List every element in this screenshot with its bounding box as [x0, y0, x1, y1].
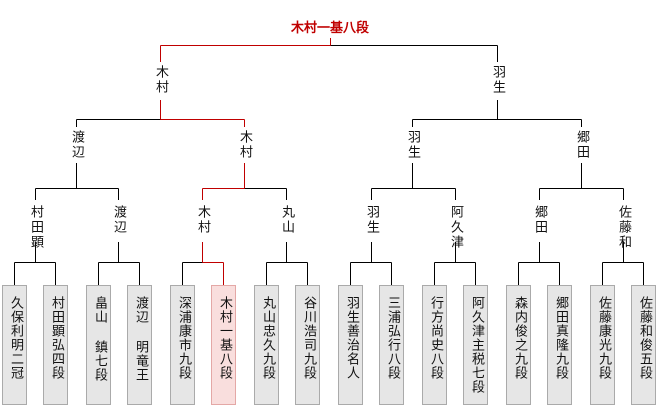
player-box: 佐藤康光九段: [590, 285, 615, 405]
champion-label: 木村一基八段: [290, 21, 370, 36]
player-box: 久保利明二冠: [2, 285, 27, 405]
player-box: 丸山忠久九段: [254, 285, 279, 405]
qf-label-4: 丸山: [279, 205, 294, 235]
player-box: 佐藤和俊五段: [631, 285, 656, 405]
qf-label-3: 木村: [195, 205, 210, 235]
semi-label-2: 木村: [237, 130, 252, 160]
final-label-left: 木村: [153, 65, 168, 95]
semi-label-3: 羽生: [405, 130, 420, 160]
player-box: 三浦弘行八段: [379, 285, 404, 405]
player-box: 阿久津主税七段: [463, 285, 488, 405]
player-box: 羽生善治名人: [338, 285, 363, 405]
final-label-right: 羽生: [490, 65, 505, 95]
qf-label-2: 渡辺: [111, 205, 126, 235]
qf-label-6: 阿久津: [448, 205, 463, 250]
player-box-winner: 木村一基八段: [211, 285, 236, 405]
player-box: 森内俊之九段: [506, 285, 531, 405]
semi-label-4: 郷田: [574, 130, 589, 160]
player-box: 畠山 鎮七段: [86, 285, 111, 405]
player-box: 渡辺 明竜王: [127, 285, 152, 405]
player-box: 郷田真隆九段: [547, 285, 572, 405]
player-box: 村田顕弘四段: [43, 285, 68, 405]
semi-label-1: 渡辺: [69, 130, 84, 160]
qf-label-1: 村田顕: [28, 205, 43, 250]
qf-label-5: 羽生: [364, 205, 379, 235]
player-box: 深浦康市九段: [170, 285, 195, 405]
qf-label-7: 郷田: [532, 205, 547, 235]
player-box: 谷川浩司九段: [295, 285, 320, 405]
player-box: 行方尚史八段: [422, 285, 447, 405]
qf-label-8: 佐藤和: [616, 205, 631, 250]
